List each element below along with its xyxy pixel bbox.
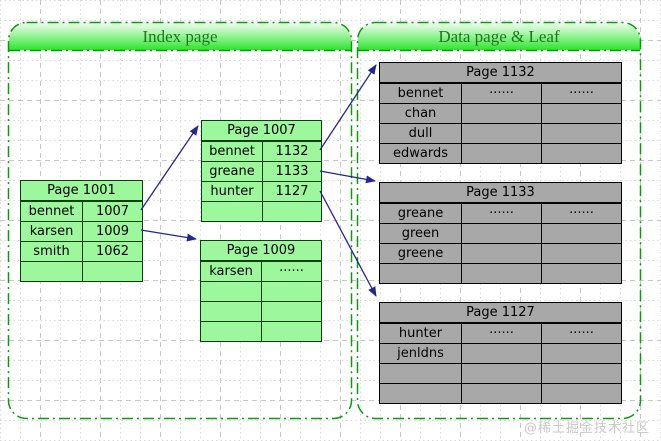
table-cell: [261, 282, 321, 301]
page-1001-title: Page 1001: [21, 181, 142, 201]
table-row: bennet 1007: [21, 201, 142, 221]
table-cell: ······: [461, 204, 541, 223]
table-cell: 1062: [82, 242, 142, 261]
table-cell: edwards: [393, 146, 448, 161]
table-row: green: [380, 223, 621, 243]
table-row: [380, 383, 621, 403]
table-cell: [541, 124, 621, 143]
table-cell: [380, 364, 461, 383]
page-1133-title: Page 1133: [380, 183, 621, 203]
table-cell: [541, 384, 621, 403]
table-row: [201, 301, 321, 321]
table-cell: chan: [404, 106, 437, 121]
table-cell: [461, 224, 541, 243]
table-cell: [541, 244, 621, 263]
table-row: jenldns: [380, 343, 621, 363]
table-cell: [380, 384, 461, 403]
table-cell: [541, 264, 621, 283]
table-cell: [261, 302, 321, 321]
table-cell: bennet: [28, 204, 75, 219]
table-cell: [461, 384, 541, 403]
table-cell: [541, 144, 621, 163]
table-cell: [201, 322, 261, 341]
table-cell: [261, 322, 321, 341]
table-cell: ······: [541, 324, 621, 343]
table-cell: bennet: [397, 86, 444, 101]
table-cell: 1009: [82, 222, 142, 241]
table-cell: 1132: [262, 142, 321, 161]
table-cell: ······: [261, 262, 321, 281]
table-cell: green: [401, 226, 440, 241]
table-cell: ······: [461, 84, 541, 103]
table-cell: [461, 344, 541, 363]
table-row: [380, 363, 621, 383]
table-cell: [461, 104, 541, 123]
table-row: [380, 263, 621, 283]
table-cell: [461, 124, 541, 143]
table-cell: [461, 144, 541, 163]
table-row: dull: [380, 123, 621, 143]
table-cell: 1007: [82, 202, 142, 221]
table-cell: [541, 104, 621, 123]
table-cell: [461, 264, 541, 283]
table-row: bennet 1132: [202, 141, 321, 161]
table-cell: [541, 344, 621, 363]
table-cell: [541, 364, 621, 383]
table-cell: bennet: [209, 144, 255, 159]
table-cell: jenldns: [397, 346, 444, 361]
table-row: [202, 201, 321, 221]
table-cell: [82, 262, 142, 281]
page-1132-title: Page 1132: [380, 63, 621, 83]
table-row: karsen ······: [201, 261, 321, 281]
table-cell: greane: [397, 206, 444, 221]
table-row: edwards: [380, 143, 621, 163]
table-cell: karsen: [209, 264, 253, 279]
table-cell: dull: [408, 126, 433, 141]
page-1133-table: Page 1133 greane ············ green greene: [379, 182, 622, 284]
table-cell: ······: [461, 324, 541, 343]
watermark: @稀土掘金技术社区: [524, 421, 651, 436]
table-row: smith 1062: [21, 241, 142, 261]
table-row: [201, 281, 321, 301]
table-row: greene: [380, 243, 621, 263]
table-row: hunter 1127: [202, 181, 321, 201]
table-cell: [201, 302, 261, 321]
table-row: greane 1133: [202, 161, 321, 181]
page-1007-table: Page 1007 bennet 1132 greane 1133 hunter 1127: [201, 120, 322, 222]
table-cell: hunter: [210, 184, 254, 199]
table-row: karsen 1009: [21, 221, 142, 241]
table-cell: [461, 244, 541, 263]
table-cell: [21, 262, 82, 281]
table-cell: ······: [541, 204, 621, 223]
table-cell: [201, 282, 261, 301]
page-1127-title: Page 1127: [380, 303, 621, 323]
table-row: hunter ············: [380, 323, 621, 343]
table-cell: karsen: [29, 224, 74, 239]
table-row: bennet ············: [380, 83, 621, 103]
page-1132-table: Page 1132 bennet ············ chan dull edwar…: [379, 62, 622, 164]
table-row: greane ············: [380, 203, 621, 223]
table-cell: [262, 202, 321, 221]
page-1009-title: Page 1009: [201, 241, 321, 261]
page-1009-table: Page 1009 karsen ······: [200, 240, 322, 342]
table-cell: smith: [33, 244, 70, 259]
table-cell: [541, 224, 621, 243]
table-cell: [380, 264, 461, 283]
table-cell: 1127: [262, 182, 321, 201]
table-row: chan: [380, 103, 621, 123]
table-row: [201, 321, 321, 341]
page-1127-table: Page 1127 hunter ············ jenldns: [379, 302, 622, 404]
table-row: [21, 261, 142, 281]
table-cell: ······: [541, 84, 621, 103]
table-cell: greene: [397, 246, 444, 261]
table-cell: greane: [209, 164, 255, 179]
table-cell: 1133: [262, 162, 321, 181]
table-cell: [461, 364, 541, 383]
table-cell: [202, 202, 262, 221]
page-1007-title: Page 1007: [202, 121, 321, 141]
table-cell: hunter: [398, 326, 443, 341]
page-1001-table: Page 1001 bennet 1007 karsen 1009 smith 1062: [20, 180, 143, 282]
